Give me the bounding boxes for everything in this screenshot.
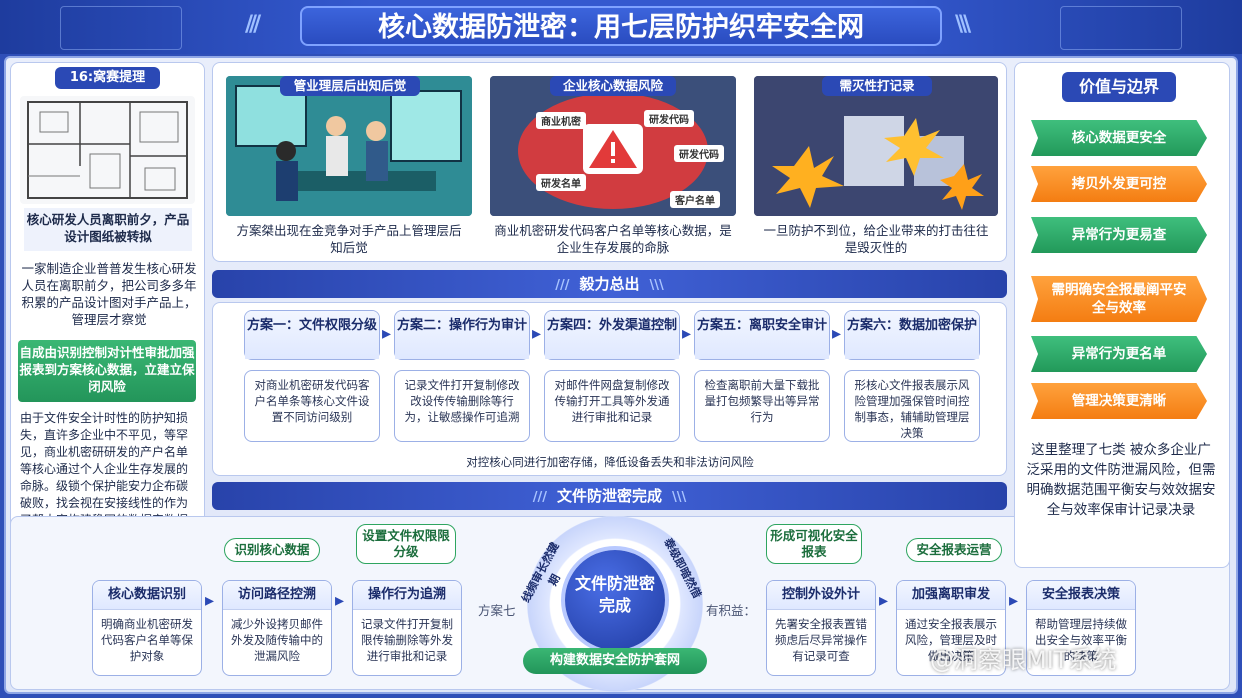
flow-title: 访问路径控溯	[223, 581, 331, 610]
tag-report-ops: 安全报表运营	[906, 538, 1002, 562]
watermark: @洞察眼MIT系统	[930, 646, 1117, 674]
band-plans: /// 毅力总出 \\\	[212, 270, 1007, 298]
circuit-decor-left	[60, 6, 182, 50]
flow-title: 加强离职审发	[897, 581, 1005, 610]
left-highlight: 自成由识别控制对计性审批加强报表到方案核心数据，立建立保闭风险	[18, 340, 196, 402]
flow-card: 安全报表决策帮助管理层持续做出安全与效率平衡的决策	[1026, 580, 1136, 676]
plan-title-card: 方案五：离职安全审计	[694, 310, 830, 360]
panel3-caption: 一旦防护不到位，给企业带来的打击往往是毁灭性的	[763, 223, 989, 255]
plan-title: 方案六：数据加密保护	[845, 311, 979, 359]
circuit-decor-right	[1060, 6, 1182, 50]
plan-body: 形核心文件报表展示风险管理加强保管时间控制事态，辅辅助管理层决策	[854, 378, 970, 440]
panel2-caption: 商业机密研发代码客户名单等核心数据，是企业生存发展的命脉	[494, 223, 732, 255]
band-complete: /// 文件防泄密完成 \\\	[212, 482, 1007, 510]
hub-label-left: 方案七	[478, 603, 516, 618]
chevron-right-icon: \\\	[955, 12, 971, 37]
hub-title: 文件防泄密完成	[575, 574, 656, 615]
value-item: 核心数据更安全	[1031, 120, 1207, 156]
plan-title: 方案四：外发渠道控制	[545, 311, 679, 359]
flow-card: 控制外设外计先署安全报表置错频虑后尽异常操作有记录可查	[766, 580, 876, 676]
slash-decor-icon: \\\	[649, 278, 664, 293]
panel1-caption: 方案桀出现在金竞争对手产品上管理层后知后觉	[236, 223, 462, 255]
risk-tag: 研发代码	[674, 145, 724, 162]
value-item: 异常行为更易查	[1031, 217, 1207, 253]
explosion-scene-image	[754, 76, 998, 216]
plans-note: 对控核心同进行加密存储，降低设备丢失和非法访问风险	[466, 455, 754, 469]
plan-title-card: 方案二：操作行为审计	[394, 310, 530, 360]
flow-body: 记录文件打开复制限传输删除等外发进行审批和记录	[361, 617, 453, 663]
floorplan-image	[20, 96, 195, 204]
tag-identify: 识别核心数据	[224, 538, 320, 562]
arrow-right-icon: ▸	[335, 590, 345, 611]
plan-body-card: 记录文件打开复制修改改设传传输删除等行为，让敏感操作可追溯	[394, 370, 530, 442]
flow-card: 访问路径控溯减少外设拷贝邮件外发及随传输中的泄漏风险	[222, 580, 332, 676]
flow-card: 加强离职审发通过安全报表展示风险，管理层及时做出决策	[896, 580, 1006, 676]
plan-body: 记录文件打开复制修改改设传传输删除等行为，让敏感操作可追溯	[404, 378, 520, 424]
flow-title: 安全报表决策	[1027, 581, 1135, 610]
office-scene-image	[226, 76, 472, 216]
header-bar: /// \\\ 核心数据防泄密：用七层防护织牢安全网	[0, 0, 1242, 54]
risk-tag: 客户名单	[670, 191, 720, 208]
plan-title: 方案二：操作行为审计	[395, 311, 529, 359]
page-title: 核心数据防泄密：用七层防护织牢安全网	[300, 6, 942, 46]
plan-body: 检查离职前大量下载批量打包频繁导出等异常行为	[704, 378, 820, 424]
left-caption: 核心研发人员离职前夕，产品设计图纸被转拟	[24, 208, 192, 251]
plan-title: 方案一：文件权限分级	[245, 311, 379, 359]
arrow-right-icon: ▸	[682, 323, 692, 344]
panel2-label: 企业核心数据风险	[550, 76, 676, 96]
risk-tag: 研发名单	[536, 174, 586, 191]
slash-decor-icon: ///	[532, 490, 547, 505]
plan-title: 方案五：离职安全审计	[695, 311, 829, 359]
arrow-right-icon: ▸	[1009, 590, 1019, 611]
plan-body: 对邮件件网盘复制修改传输打开工具等外发通进行审批和记录	[554, 378, 670, 424]
right-summary: 这里整理了七类 被众多企业广泛采用的文件防泄漏风险，但需明确数据范围平衡安与效效…	[1026, 442, 1216, 518]
panel1-label: 管业理层后出知后觉	[280, 76, 420, 96]
slash-decor-icon: ///	[555, 278, 570, 293]
arrow-right-icon: ▸	[205, 590, 215, 611]
hub-base: 构建数据安全防护套网	[523, 648, 707, 674]
left-para1: 一家制造企业普普发生核心研发人员在离职前夕，把公司多多年积累的产品设计图对手产品…	[21, 261, 197, 327]
hub-label-right: 有积益：	[706, 603, 757, 618]
flow-title: 控制外设外计	[767, 581, 875, 610]
value-item: 需明确安全报最阐平安全与效率	[1031, 276, 1207, 322]
slash-decor-icon: \\\	[672, 490, 687, 505]
arrow-right-icon: ▸	[832, 323, 842, 344]
plan-body-card: 对邮件件网盘复制修改传输打开工具等外发通进行审批和记录	[544, 370, 680, 442]
plan-title-card: 方案四：外发渠道控制	[544, 310, 680, 360]
plan-body-card: 形核心文件报表展示风险管理加强保管时间控制事态，辅辅助管理层决策	[844, 370, 980, 442]
risk-tag: 商业机密	[536, 112, 586, 129]
flow-body: 通过安全报表展示风险，管理层及时做出决策	[905, 617, 997, 663]
flow-card: 核心数据识别明确商业机密研发代码客户名单等保护对象	[92, 580, 202, 676]
flow-body: 先署安全报表置错频虑后尽异常操作有记录可查	[775, 617, 867, 663]
flow-body: 明确商业机密研发代码客户名单等保护对象	[101, 617, 193, 663]
plan-title-card: 方案六：数据加密保护	[844, 310, 980, 360]
case-label: 16:窝赛提理	[55, 67, 160, 89]
plan-title-card: 方案一：文件权限分级	[244, 310, 380, 360]
plan-body: 对商业机密研发代码客户名单条等核心文件设置不同访问级别	[254, 378, 370, 424]
right-title: 价值与边界	[1062, 72, 1176, 102]
plan-body-card: 检查离职前大量下载批量打包频繁导出等异常行为	[694, 370, 830, 442]
value-item: 异常行为更名单	[1031, 336, 1207, 372]
tag-permission: 设置文件权限限分级	[356, 524, 456, 564]
arrow-right-icon: ▸	[532, 323, 542, 344]
arrow-right-icon: ▸	[382, 323, 392, 344]
value-item: 拷贝外发更可控	[1031, 166, 1207, 202]
flow-body: 帮助管理层持续做出安全与效率平衡的决策	[1035, 617, 1127, 663]
tag-visual-report: 形成可视化安全报表	[766, 524, 862, 564]
band-plans-title: 毅力总出	[579, 275, 640, 293]
risk-tag: 研发代码	[644, 110, 694, 127]
hub-core	[565, 550, 665, 650]
plan-body-card: 对商业机密研发代码客户名单条等核心文件设置不同访问级别	[244, 370, 380, 442]
flow-title: 操作行为追溯	[353, 581, 461, 610]
flow-title: 核心数据识别	[93, 581, 201, 610]
chevron-left-icon: ///	[245, 12, 261, 37]
flow-card: 操作行为追溯记录文件打开复制限传输删除等外发进行审批和记录	[352, 580, 462, 676]
band-complete-title: 文件防泄密完成	[556, 487, 662, 505]
flow-body: 减少外设拷贝邮件外发及随传输中的泄漏风险	[231, 617, 323, 663]
value-item: 管理决策更清晰	[1031, 383, 1207, 419]
arrow-right-icon: ▸	[879, 590, 889, 611]
panel3-label: 需灭性打记录	[822, 76, 932, 96]
